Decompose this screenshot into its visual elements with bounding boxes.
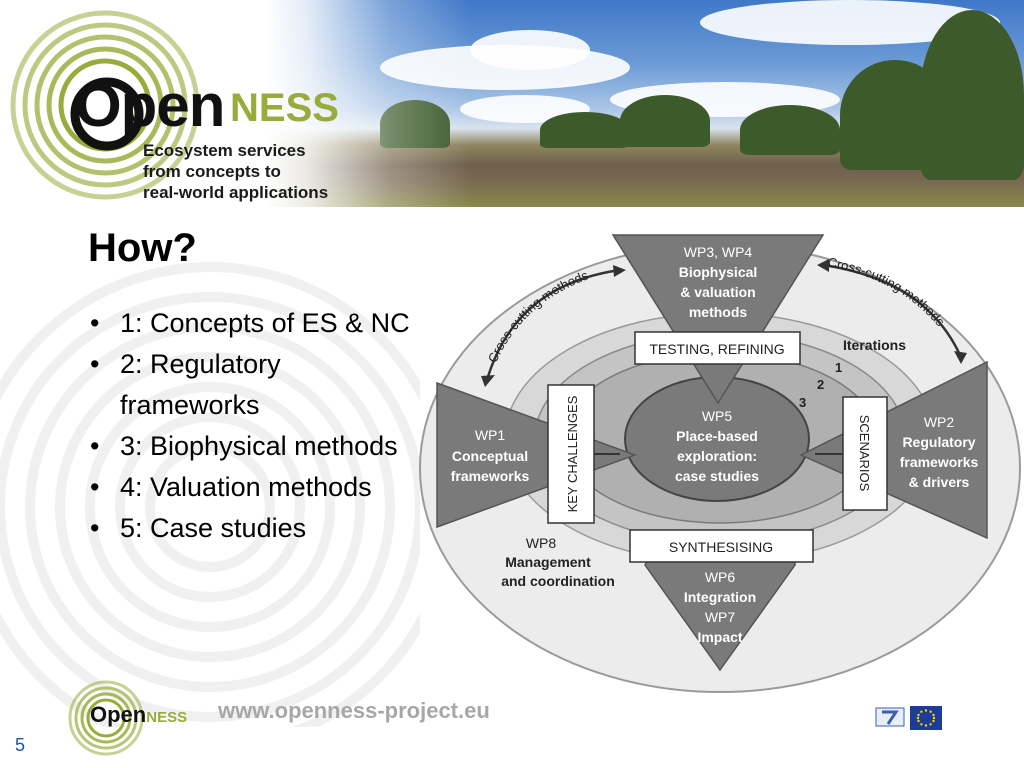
management-text: WP8 [526, 535, 557, 551]
project-structure-diagram: TESTING, REFINING SYNTHESISING KEY CHALL… [419, 234, 1021, 693]
bullet-item: 4: Valuation methods [88, 467, 418, 508]
fp7-logo-icon [875, 707, 905, 727]
key-challenges-label: KEY CHALLENGES [565, 395, 580, 512]
top-triangle-text: Biophysical [679, 264, 758, 280]
iteration-number: 1 [835, 360, 842, 375]
bullet-item: 3: Biophysical methods [88, 426, 418, 467]
footer-logo: OpenNESS [90, 702, 187, 728]
logo-open-text: Open [75, 72, 225, 139]
iterations-label: Iterations [843, 337, 906, 353]
left-triangle [436, 381, 638, 529]
top-triangle-text: methods [689, 304, 748, 320]
eu-flag-icon [910, 706, 942, 730]
logo-o-icon [70, 77, 144, 151]
logo-rings-icon [10, 10, 200, 200]
footer-logo-open: Open [90, 702, 147, 727]
left-triangle-text: Conceptual [452, 448, 528, 464]
header-banner: Open NESS Ecosystem services from concep… [0, 0, 1024, 207]
left-triangle-text: WP1 [475, 427, 506, 443]
right-triangle-text: WP2 [924, 414, 955, 430]
center-text: WP5 [702, 408, 733, 424]
top-triangle-text: WP3, WP4 [684, 244, 753, 260]
bullet-list: 1: Concepts of ES & NC 2: Regulatory fra… [88, 303, 418, 549]
right-triangle-text: & drivers [909, 474, 970, 490]
right-triangle [799, 360, 988, 540]
tagline-line: from concepts to [143, 162, 281, 181]
bullet-item: 2: Regulatory frameworks [88, 344, 418, 426]
right-triangle-text: frameworks [900, 454, 979, 470]
center-text: case studies [675, 468, 759, 484]
testing-label: TESTING, REFINING [649, 341, 784, 357]
arc-arrowhead-icon [817, 259, 829, 272]
management-text: and coordination [501, 573, 615, 589]
arc-arrowhead-icon [954, 351, 967, 364]
logo-tagline: Ecosystem services from concepts to real… [143, 140, 383, 203]
scenarios-box [842, 396, 888, 511]
testing-box [634, 331, 801, 365]
project-url-link[interactable]: www.openness-project.eu [218, 698, 490, 723]
bottom-triangle-text: WP7 [705, 609, 736, 625]
tagline-line: real-world applications [143, 183, 329, 202]
bullet-item: 5: Case studies [88, 508, 418, 549]
key-challenges-box [547, 384, 595, 524]
top-triangle [611, 234, 825, 405]
iteration-number: 3 [799, 395, 806, 410]
iteration-number: 2 [817, 377, 824, 392]
top-triangle-text: & valuation [680, 284, 755, 300]
management-text: Management [505, 554, 591, 570]
arc-arrowhead-icon [613, 265, 626, 277]
left-triangle-text: frameworks [451, 468, 530, 484]
center-text: Place-based [676, 428, 758, 444]
logo-ness-text: NESS [230, 86, 339, 130]
scenarios-label: SCENARIOS [857, 415, 872, 492]
synthesising-box [629, 529, 814, 563]
cross-cutting-arc-left [485, 268, 621, 381]
bottom-triangle-text: WP6 [705, 569, 736, 585]
footer-logo-rings-icon [68, 680, 144, 756]
page-number: 5 [15, 735, 26, 755]
right-triangle-text: Regulatory [902, 434, 975, 450]
footer-logo-ness: NESS [146, 709, 188, 726]
tagline-line: Ecosystem services [143, 141, 306, 160]
slide-title: How? [88, 226, 197, 270]
center-text: exploration: [677, 448, 757, 464]
bottom-triangle-text: Integration [684, 589, 756, 605]
arc-arrowhead-icon [481, 375, 495, 387]
cross-cutting-arc-right [822, 263, 962, 356]
synthesising-label: SYNTHESISING [669, 539, 773, 555]
bullet-item: 1: Concepts of ES & NC [88, 303, 418, 344]
bottom-triangle-text: Impact [697, 629, 742, 645]
